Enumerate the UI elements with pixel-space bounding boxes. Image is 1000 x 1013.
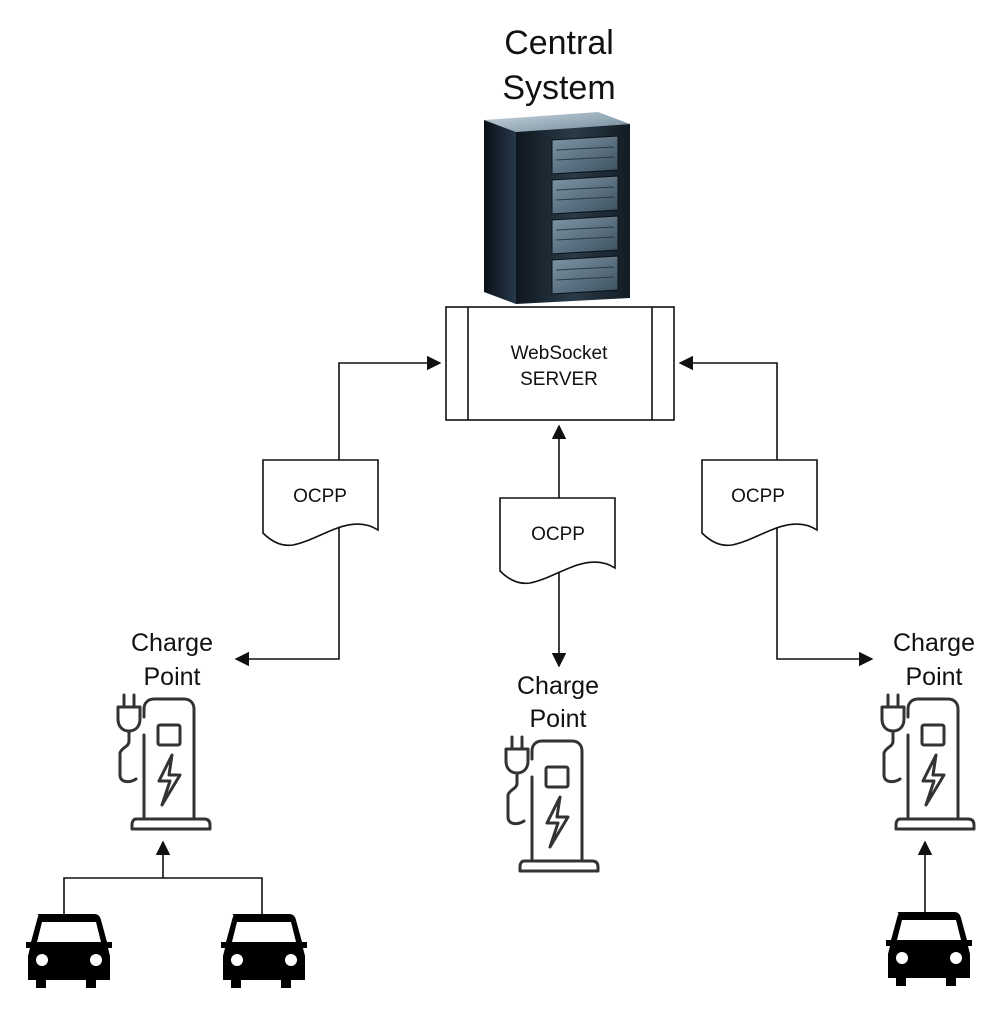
charge-point-left-line1: Charge [131,629,213,657]
car-icon [221,914,307,988]
ocpp-label-center: OCPP [531,524,585,545]
ev-charger-icon [504,735,600,873]
ocpp-label-right: OCPP [731,486,785,507]
car-icon [26,914,112,988]
charge-point-left-line2: Point [144,663,201,691]
ocpp-document-center: OCPP [499,497,616,585]
ev-charger-icon [116,693,212,831]
ocpp-document-right: OCPP [701,459,818,547]
charge-point-right-line1: Charge [893,629,975,657]
websocket-server-box: WebSocket SERVER [445,306,675,421]
left-vehicles-connector [63,842,263,920]
charge-point-center-line1: Charge [517,672,599,700]
websocket-label-line2: SERVER [520,369,598,390]
central-system-title-line1: Central [504,24,614,62]
charge-point-center-line2: Point [530,705,587,733]
websocket-label-line1: WebSocket [511,343,609,364]
ev-charger-icon [880,693,976,831]
car-icon [886,912,972,986]
ocpp-document-left: OCPP [262,459,379,547]
central-system-title-line2: System [502,69,615,107]
charge-point-right-line2: Point [906,663,963,691]
server-rack-icon [484,112,630,304]
ocpp-label-left: OCPP [293,486,347,507]
